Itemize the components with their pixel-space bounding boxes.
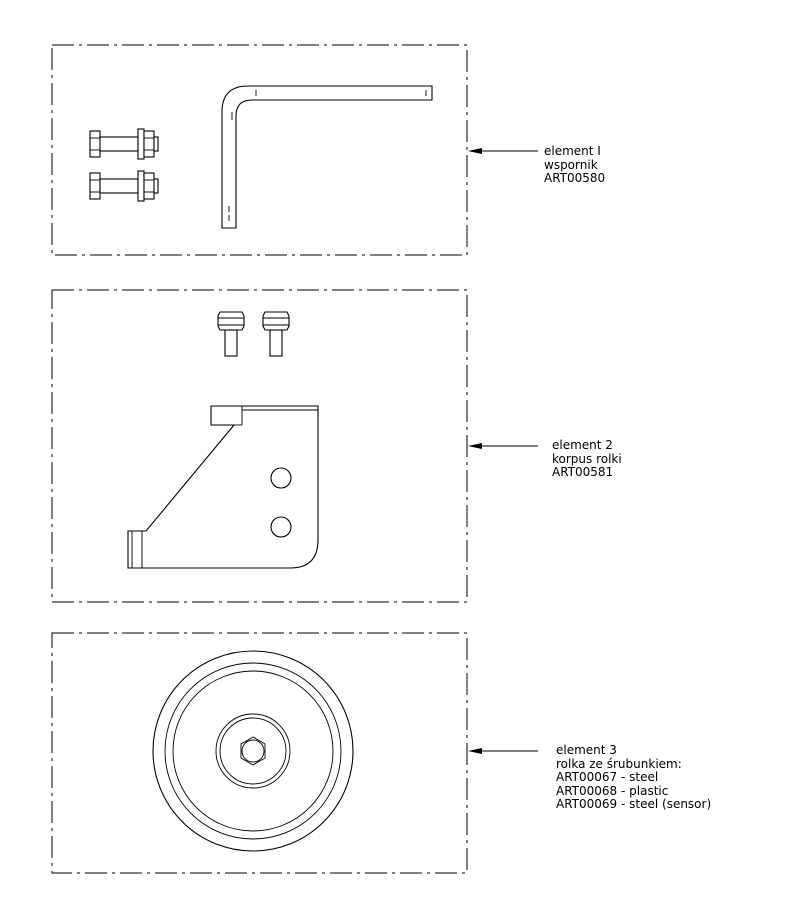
element-1-code: ART00580 [544, 171, 606, 185]
element-3-name: rolka ze śrubunkiem: [556, 756, 682, 771]
screw-2 [262, 311, 290, 357]
element-3-variant-steel: ART00067 - steel [556, 770, 659, 784]
element-2-name: korpus rolki [552, 451, 622, 466]
element-3-leader [468, 748, 538, 754]
element-3-frame [51, 632, 468, 874]
element-2-code: ART00581 [552, 465, 614, 479]
bracket-part [221, 85, 433, 229]
element-1-leader [468, 148, 538, 154]
element-2-title: element 2 [552, 438, 613, 452]
element-2-label: element 2 korpus rolki ART00581 [552, 438, 622, 480]
element-3-title: element 3 [556, 743, 617, 757]
element-2-leader [468, 443, 538, 449]
element-3-group [51, 632, 538, 874]
element-3-variant-plastic: ART00068 - plastic [556, 783, 669, 798]
roller-part [152, 650, 354, 852]
element-1-frame [51, 44, 468, 256]
element-2-group [51, 289, 538, 603]
element-1-title: element I [544, 144, 601, 158]
bolt-1 [89, 128, 159, 160]
element-1-name: wspornik [544, 157, 598, 172]
element-1-group [51, 44, 538, 256]
bolt-2 [89, 170, 159, 202]
element-3-variant-sensor: ART00069 - steel (sensor) [556, 797, 712, 811]
element-2-frame [51, 289, 468, 603]
element-1-label: element I wspornik ART00580 [544, 144, 606, 186]
roller-body-part [127, 405, 319, 569]
screw-1 [217, 311, 245, 357]
element-3-label: element 3 rolka ze śrubunkiem: ART00067 … [556, 743, 712, 812]
